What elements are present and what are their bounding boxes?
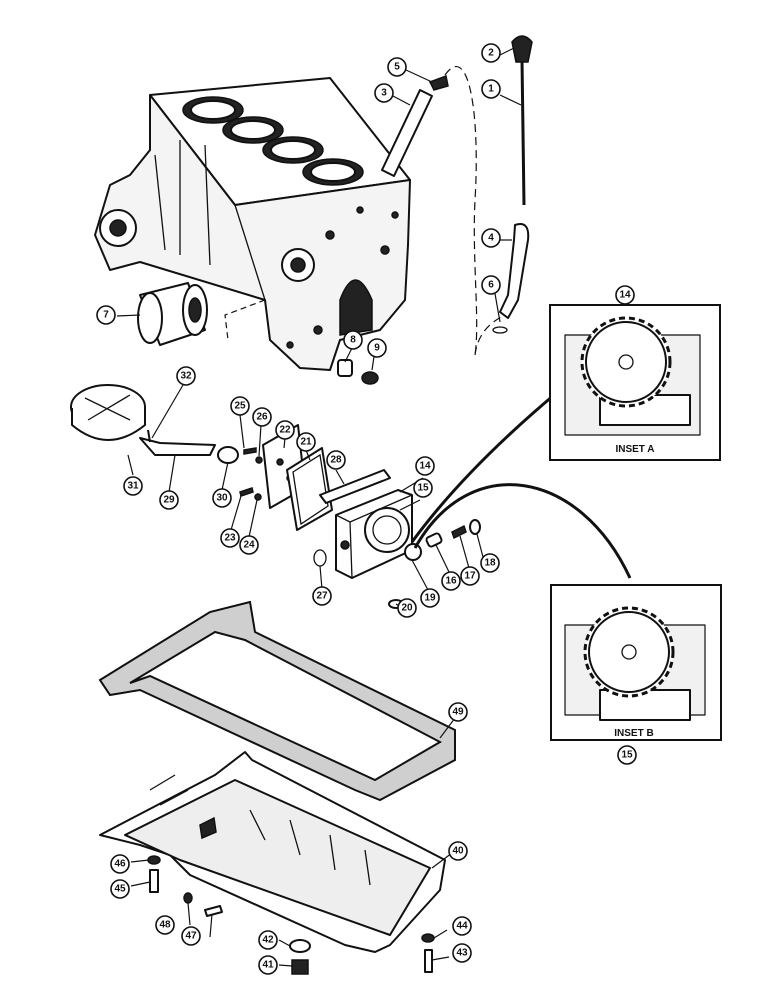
callout-6: 6 <box>481 275 501 295</box>
svg-text:26: 26 <box>256 412 268 423</box>
callout-14: 14 <box>415 456 435 476</box>
callout-14-inset: 14 <box>615 285 635 305</box>
callout-31: 31 <box>123 476 143 496</box>
svg-text:25: 25 <box>234 401 246 412</box>
callout-17: 17 <box>460 566 480 586</box>
callout-21: 21 <box>296 432 316 452</box>
callout-15-inset: 15 <box>617 745 637 765</box>
svg-text:27: 27 <box>316 591 328 602</box>
svg-text:16: 16 <box>445 576 457 587</box>
svg-text:6: 6 <box>488 280 494 291</box>
svg-text:3: 3 <box>381 88 387 99</box>
engine-block <box>94 77 411 371</box>
callout-43: 43 <box>452 943 472 963</box>
callout-16: 16 <box>441 571 461 591</box>
callout-41: 41 <box>258 955 278 975</box>
svg-text:45: 45 <box>114 884 126 895</box>
svg-text:46: 46 <box>114 859 126 870</box>
oil-pan <box>99 751 446 953</box>
inset-b: INSET B <box>550 584 722 741</box>
callout-18: 18 <box>480 553 500 573</box>
callout-27: 27 <box>312 586 332 606</box>
svg-text:4: 4 <box>488 233 494 244</box>
svg-text:24: 24 <box>243 540 255 551</box>
svg-text:2: 2 <box>488 48 494 59</box>
svg-text:40: 40 <box>452 846 464 857</box>
callout-40: 40 <box>448 841 468 861</box>
svg-text:8: 8 <box>350 335 356 346</box>
inset-a: INSET A <box>549 304 721 461</box>
dipstick-assembly <box>381 35 533 356</box>
svg-text:42: 42 <box>262 935 274 946</box>
svg-text:22: 22 <box>279 425 291 436</box>
oil-pan-gasket <box>98 600 456 802</box>
svg-text:43: 43 <box>456 948 468 959</box>
callout-48: 48 <box>155 915 175 935</box>
inset-b-label: INSET B <box>614 728 653 739</box>
callout-7: 7 <box>96 305 116 325</box>
svg-text:15: 15 <box>621 750 633 761</box>
svg-text:29: 29 <box>163 495 175 506</box>
svg-text:5: 5 <box>394 62 400 73</box>
callout-42: 42 <box>258 930 278 950</box>
svg-text:9: 9 <box>374 343 380 354</box>
callout-3: 3 <box>374 83 394 103</box>
svg-text:49: 49 <box>452 707 464 718</box>
svg-text:20: 20 <box>401 603 413 614</box>
callout-49: 49 <box>448 702 468 722</box>
svg-text:41: 41 <box>262 960 274 971</box>
oil-pump-assembly <box>70 384 632 609</box>
callout-30: 30 <box>212 488 232 508</box>
svg-text:48: 48 <box>159 920 171 931</box>
svg-text:7: 7 <box>103 310 109 321</box>
callout-2: 2 <box>481 43 501 63</box>
callout-22: 22 <box>275 420 295 440</box>
callout-28: 28 <box>326 450 346 470</box>
svg-text:32: 32 <box>180 371 192 382</box>
inset-a-label: INSET A <box>615 444 654 455</box>
callout-26: 26 <box>252 407 272 427</box>
callout-25: 25 <box>230 396 250 416</box>
svg-text:31: 31 <box>127 481 139 492</box>
callout-24: 24 <box>239 535 259 555</box>
callout-15: 15 <box>413 478 433 498</box>
svg-text:44: 44 <box>456 921 468 932</box>
callout-23: 23 <box>220 528 240 548</box>
callout-8: 8 <box>343 330 363 350</box>
svg-text:47: 47 <box>185 931 197 942</box>
svg-text:21: 21 <box>300 437 312 448</box>
svg-text:19: 19 <box>424 593 436 604</box>
callout-4: 4 <box>481 228 501 248</box>
svg-text:28: 28 <box>330 455 342 466</box>
svg-text:15: 15 <box>417 483 429 494</box>
callout-29: 29 <box>159 490 179 510</box>
svg-text:1: 1 <box>488 84 494 95</box>
svg-text:14: 14 <box>419 461 431 472</box>
plug-and-fitting <box>337 359 379 385</box>
callout-45: 45 <box>110 879 130 899</box>
svg-text:30: 30 <box>216 493 228 504</box>
callout-5: 5 <box>387 57 407 77</box>
callout-44: 44 <box>452 916 472 936</box>
svg-text:17: 17 <box>464 571 476 582</box>
svg-text:23: 23 <box>224 533 236 544</box>
callout-46: 46 <box>110 854 130 874</box>
callout-20: 20 <box>397 598 417 618</box>
callout-1: 1 <box>481 79 501 99</box>
svg-text:18: 18 <box>484 558 496 569</box>
oil-filter <box>137 282 208 346</box>
callout-9: 9 <box>367 338 387 358</box>
svg-text:14: 14 <box>619 290 631 301</box>
callout-19: 19 <box>420 588 440 608</box>
callout-32: 32 <box>176 366 196 386</box>
callout-47: 47 <box>181 926 201 946</box>
